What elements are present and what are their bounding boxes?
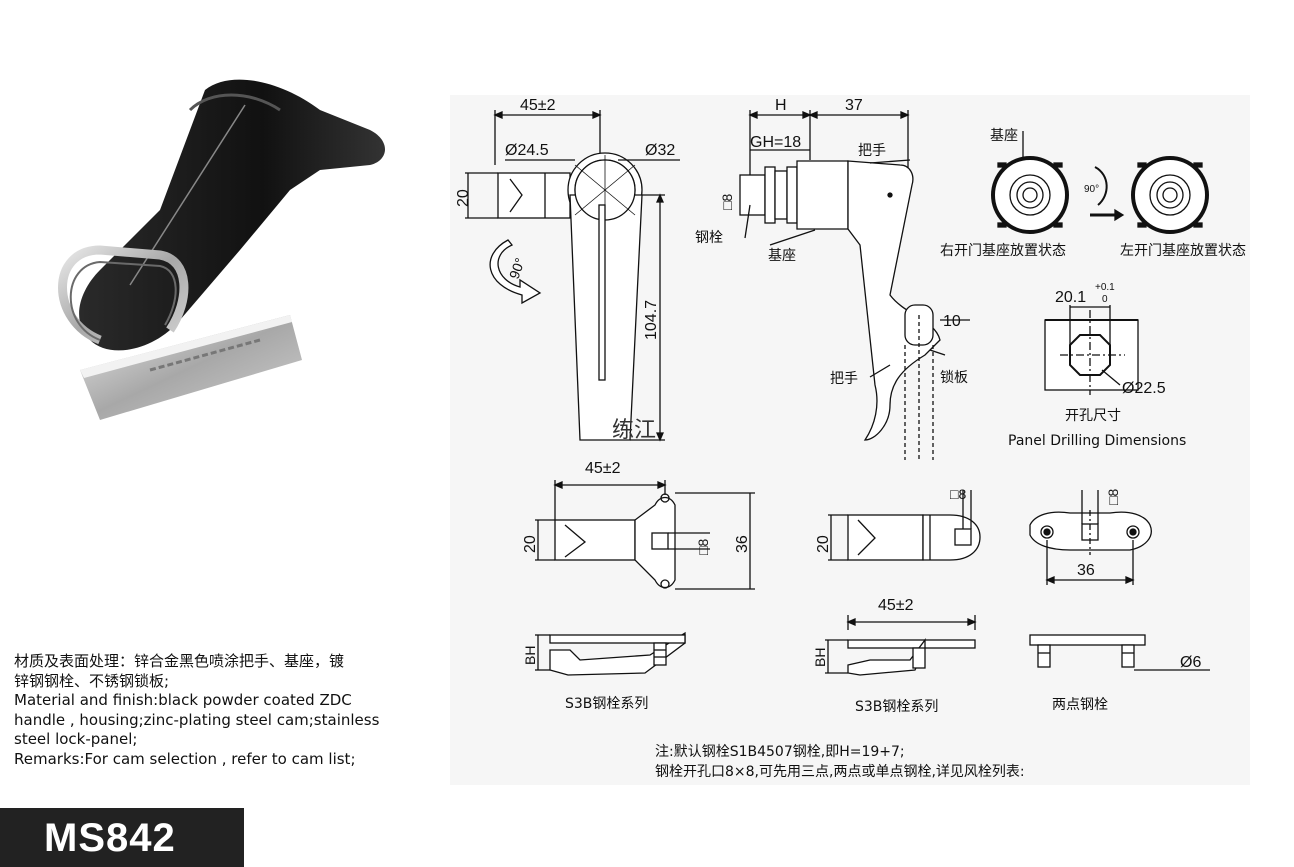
cam3-caption: 两点钢栓 [1052,697,1108,713]
side-handle-top-label: 把手 [858,143,886,159]
drill-caption-cn: 开孔尺寸 [1065,408,1121,424]
drill-tol-lower: 0 [1102,294,1108,305]
drill-tol-upper: +0.1 [1095,282,1115,293]
base-label: 基座 [990,127,1018,144]
front-view [465,110,680,442]
front-length-dim: 104.7 [643,300,660,340]
cam1-total-dim: 36 [734,535,751,553]
front-rotation-label: 90° [506,256,528,281]
side-square-dim: □8 [719,194,735,210]
cam2-height-dim: 20 [815,535,832,553]
side-lock-panel-label: 锁板 [940,370,968,386]
cam-3-drawing [1029,490,1210,671]
material-spec: 材质及表面处理：锌合金黑色喷涂把手、基座，镀 锌钢钢栓、不锈钢锁板; Mater… [14,652,454,770]
side-h-dim: H [775,97,787,114]
latch-handle-icon [79,79,385,351]
side-gh-dim: GH=18 [750,134,801,151]
side-view [739,110,970,460]
side-handle-bottom-label: 把手 [830,371,858,387]
spec-line: 锌钢钢栓、不锈钢锁板; [14,671,170,690]
cam1-caption: S3B钢栓系列 [565,696,648,712]
front-hole-small-dim: Ø24.5 [505,142,549,159]
drill-dia-dim: Ø22.5 [1122,380,1166,397]
base-rotation-label: 90° [1084,184,1099,195]
cam-1-drawing [535,480,755,676]
side-cam-label: 钢栓 [695,230,723,246]
cam3-span-dim: 36 [1077,562,1095,579]
note-line: 注:默认钢栓S1B4507钢栓,即H=19+7; [655,744,905,760]
cam2-caption: S3B钢栓系列 [855,699,938,715]
drill-width-dim: 20.1 [1055,289,1086,306]
padlock-icon [58,245,302,420]
spec-line: steel lock-panel; [14,730,138,749]
side-base-label: 基座 [768,247,796,264]
cam1-bh-dim: BH [522,646,538,665]
product-photo [58,79,385,420]
cam2-square-dim: □8 [950,486,966,502]
cam1-square-dim: □8 [695,539,711,555]
spec-line: Material and finish:black powder coated … [14,691,352,710]
side-len-dim: 37 [845,97,863,114]
panel-drilling [1044,305,1139,395]
cam-2-drawing [825,490,981,676]
cam2-width-dim: 45±2 [878,597,914,614]
spec-line: handle , housing;zinc-plating steel cam;… [14,710,380,729]
model-badge: MS842 [0,808,244,867]
notes: 注:默认钢栓S1B4507钢栓,即H=19+7; 钢栓开孔口8×8,可先用三点,… [655,742,1025,782]
front-width-dim: 45±2 [520,97,556,114]
cam2-bh-dim: BH [812,648,828,667]
cam3-square-dim: □8 [1105,489,1121,505]
note-line: 钢栓开孔口8×8,可先用三点,两点或单点钢栓,详见风栓列表: [655,764,1025,780]
right-door-caption: 右开门基座放置状态 [940,242,1066,259]
front-hole-large-dim: Ø32 [645,142,675,159]
technical-drawing: 45±2 Ø24.5 Ø32 20 104.7 90° H 37 GH=18 □… [450,95,1250,785]
spec-line: Remarks:For cam selection , refer to cam… [14,749,356,768]
cam3-dia-dim: Ø6 [1180,654,1201,671]
cam1-width-dim: 45±2 [585,460,621,477]
side-panel-dim: 10 [943,313,961,330]
front-height-dim: 20 [455,189,472,207]
left-door-caption: 左开门基座放置状态 [1120,242,1246,259]
model-number: MS842 [44,816,176,860]
base-orientation-views [991,131,1209,234]
spec-line: 材质及表面处理：锌合金黑色喷涂把手、基座，镀 [14,652,345,670]
watermark: 练江 [612,418,657,443]
cam1-height-dim: 20 [522,535,539,553]
drill-caption-en: Panel Drilling Dimensions [1008,433,1186,449]
